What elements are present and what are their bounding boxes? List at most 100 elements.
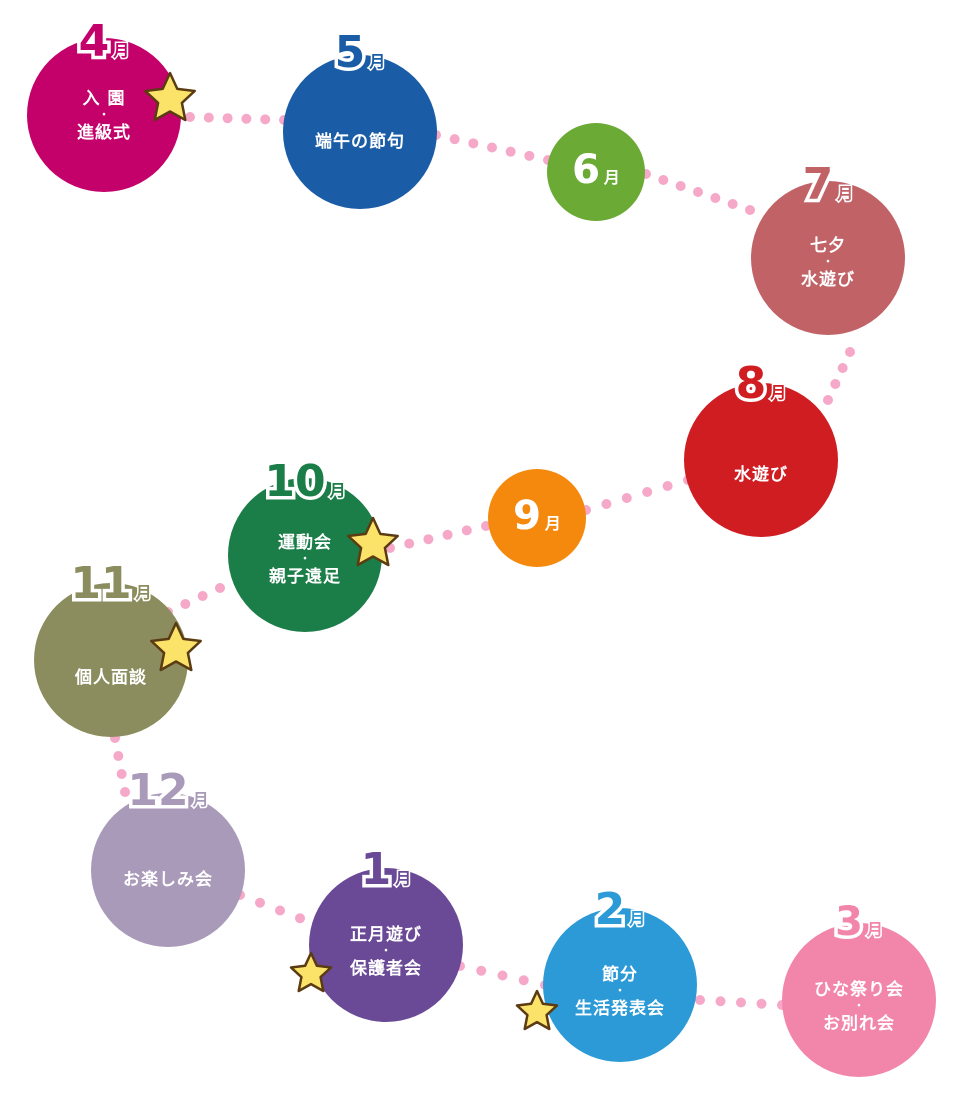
path-dot <box>116 769 127 779</box>
month-unit: 月 <box>191 789 210 811</box>
path-dot <box>745 205 755 215</box>
month-unit: 月 <box>769 382 788 404</box>
path-dot <box>662 481 673 491</box>
month-unit: 月 <box>836 183 855 205</box>
month-unit: 月 <box>544 514 561 534</box>
month-number: 4 <box>75 13 113 71</box>
star-icon <box>150 621 202 672</box>
event-label: 生活発表会 <box>575 999 665 1019</box>
event-separator: ・ <box>615 986 625 997</box>
event-separator: ・ <box>854 1001 864 1012</box>
month-number: 8 <box>732 355 770 413</box>
path-dot <box>404 538 415 549</box>
month-events: 端午の節句 <box>283 130 437 154</box>
month-events: ひな祭り会・お別れ会 <box>782 978 936 1036</box>
month-events: 節分・生活発表会 <box>543 963 697 1021</box>
event-label: ひな祭り会 <box>814 980 904 1000</box>
path-dot <box>710 193 721 203</box>
month-events: 個人面談 <box>34 666 188 690</box>
path-dot <box>255 897 265 908</box>
path-dot <box>837 363 848 373</box>
path-dot <box>518 975 529 986</box>
path-dot <box>113 751 124 761</box>
event-separator: ・ <box>300 554 310 565</box>
path-dot <box>524 150 535 161</box>
path-dot <box>756 998 767 1009</box>
event-label: 水遊び <box>801 270 855 290</box>
event-separator: ・ <box>99 110 109 121</box>
path-dot <box>658 175 669 185</box>
event-label: 七夕 <box>810 236 846 256</box>
month-number: 10 <box>261 453 329 511</box>
path-dot <box>695 995 705 1005</box>
path-dot <box>727 199 738 209</box>
path-dot <box>180 599 191 609</box>
path-dot <box>830 379 841 389</box>
event-label: 節分 <box>602 965 638 985</box>
event-label: 保護者会 <box>350 959 422 979</box>
path-dot <box>215 583 225 593</box>
month-unit: 月 <box>368 51 387 73</box>
path-dot <box>449 134 460 145</box>
event-label: 進級式 <box>77 123 131 143</box>
path-dot <box>642 487 653 497</box>
path-dot <box>241 113 252 124</box>
month-unit: 月 <box>865 919 884 941</box>
star-icon <box>515 989 559 1031</box>
month-number: 12 <box>124 762 192 820</box>
month-unit: 月 <box>328 480 347 502</box>
month-unit: 月 <box>394 868 413 890</box>
month-events: 正月遊び・保護者会 <box>309 923 463 981</box>
month-unit: 月 <box>134 582 153 604</box>
month-events: 七夕・水遊び <box>751 234 905 292</box>
event-label: 正月遊び <box>350 925 422 945</box>
path-dot <box>497 970 508 981</box>
path-dot <box>203 112 214 123</box>
path-dot <box>736 997 746 1008</box>
path-dot <box>295 913 305 924</box>
path-dot <box>120 787 130 797</box>
path-dot <box>715 996 726 1007</box>
path-dot <box>693 187 703 197</box>
month-unit: 月 <box>628 908 647 930</box>
event-label: 端午の節句 <box>315 132 405 152</box>
path-dot <box>845 347 855 357</box>
month-events: 水遊び <box>684 463 838 487</box>
month-events: 運動会・親子遠足 <box>228 531 382 589</box>
star-icon <box>144 71 196 122</box>
month-number: 6 <box>572 147 600 194</box>
month-unit: 月 <box>112 40 131 62</box>
month-number: 1 <box>357 841 395 899</box>
month-number: 11 <box>67 555 135 613</box>
path-dot <box>621 493 632 503</box>
path-dot <box>260 114 271 125</box>
path-dot <box>505 146 516 157</box>
event-label: 親子遠足 <box>269 567 341 587</box>
path-dot <box>185 112 195 122</box>
month-number: 2 <box>591 881 629 939</box>
month-unit: 月 <box>603 168 620 188</box>
month-events: お楽しみ会 <box>91 868 245 892</box>
month-number: 5 <box>331 24 369 82</box>
path-dot <box>487 142 497 153</box>
path-dot <box>823 395 833 405</box>
